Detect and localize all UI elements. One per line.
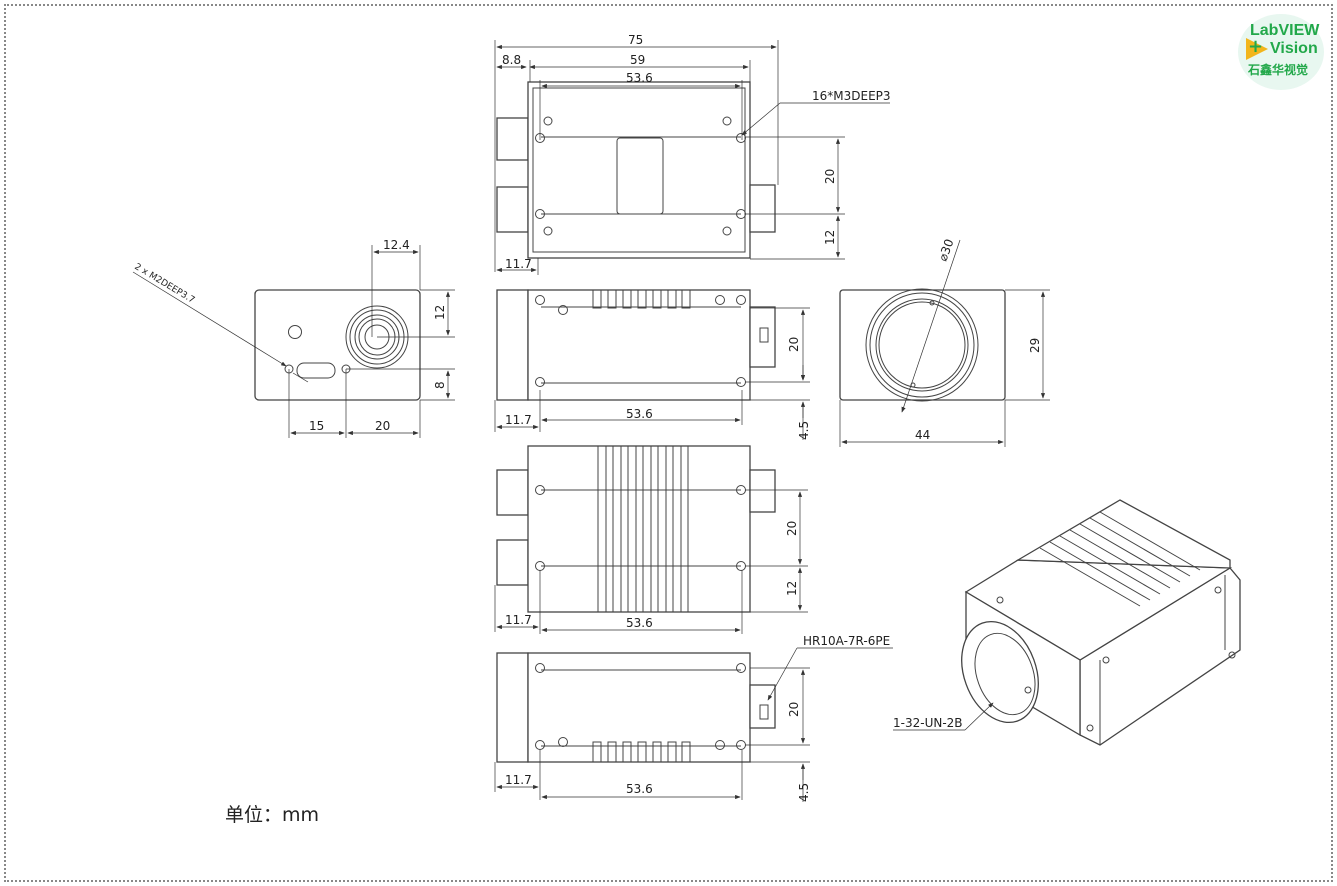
drawing-border [4,4,1333,882]
dim-12: 12 [433,305,447,320]
dim-12: 12 [785,581,799,596]
dim-11-7: 11.7 [505,613,532,627]
dim-11-7: 11.7 [505,413,532,427]
plus-icon: + [1248,36,1264,57]
dim-12: 12 [823,230,837,245]
thread-note-m2: 2 x M2DEEP3.7 [132,262,196,306]
play-triangle-icon [1246,38,1268,60]
logo-line-1: LabVIEW [1250,22,1320,39]
side-view-bottom: HR10A-7R-6PE 20 4.5 11.7 53.6 [494,634,893,802]
dim-53-6: 53.6 [626,616,653,630]
unit-label: 单位：mm [225,804,320,826]
dim-44: 44 [915,428,930,442]
dim-20: 20 [823,169,837,184]
dim-8-8: 8.8 [502,53,521,67]
dim-11-7: 11.7 [505,257,532,271]
dim-20: 20 [787,702,801,717]
dim-11-7: 11.7 [505,773,532,787]
mount-note: 1-32-UN-2B [893,716,963,730]
logo-line-2: Vision [1270,40,1318,57]
thread-note-m3: 16*M3DEEP3 [812,89,891,103]
dim-75: 75 [628,33,643,47]
dim-12-4: 12.4 [383,238,410,252]
dim-59: 59 [630,53,645,67]
dim-20: 20 [785,521,799,536]
dim-4-5: 4.5 [797,421,811,440]
dim-4-5: 4.5 [797,783,811,802]
dim-8: 8 [433,381,447,389]
dim-20: 20 [375,419,390,433]
dim-20: 20 [787,337,801,352]
dim-53-6: 53.6 [626,782,653,796]
connector-note: HR10A-7R-6PE [803,634,890,648]
bottom-view: 20 12 11.7 53.6 [494,445,808,634]
back-view: 12.4 12.4 12 8 15 20 2 x M2DEEP3.7 [132,238,455,438]
isometric-view: 1-32-UN-2B [893,499,1241,746]
dim-53-6: 53.6 [626,71,653,85]
brand-logo: + LabVIEW Vision 石鑫华视觉 [1238,14,1324,90]
front-view: ⌀30 29 44 [839,237,1050,447]
dim-53-6: 53.6 [626,407,653,421]
logo-line-3: 石鑫华视觉 [1248,63,1309,77]
dim-15: 15 [309,419,324,433]
side-view-top: 20 4.5 11.7 53.6 [494,289,811,440]
top-view: 75 8.8 59 53.6 16*M3DEEP3 20 12 11.7 [494,33,891,275]
dim-29: 29 [1028,338,1042,353]
